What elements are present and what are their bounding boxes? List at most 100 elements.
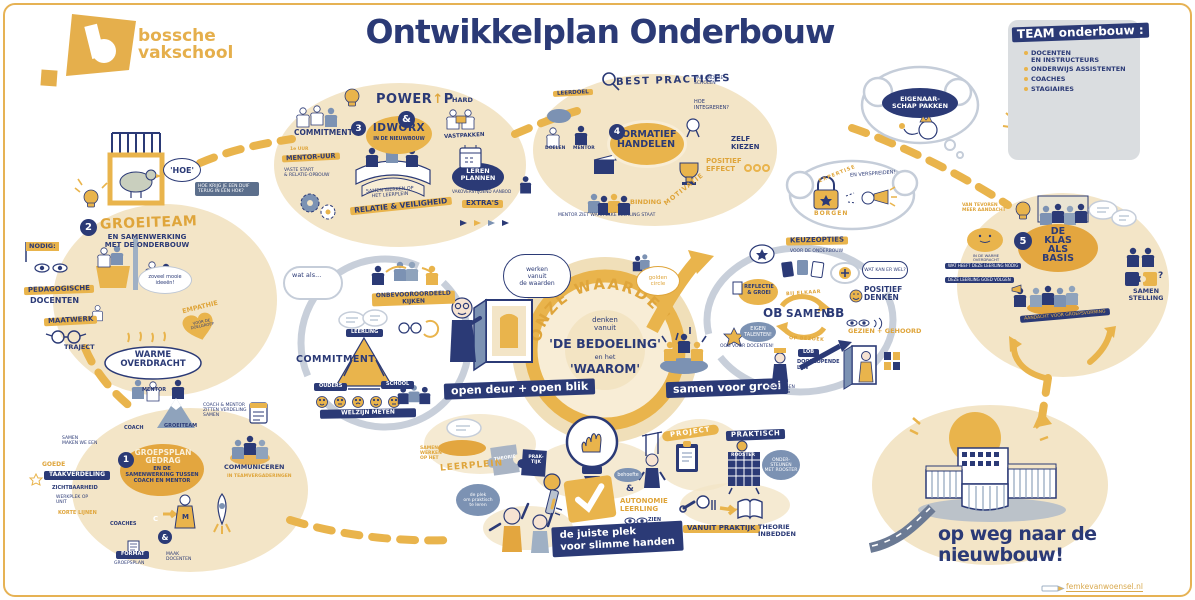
traject-label: TRAJECT — [64, 343, 95, 351]
school-tag: SCHOOL — [381, 381, 415, 389]
arrowhead-nieuwbouw — [1033, 410, 1052, 428]
trophy-icon — [679, 162, 699, 185]
zichtbaarheid-label: ZICHTBAARHEID — [52, 485, 98, 491]
arrowhead-s5-right — [1104, 326, 1116, 338]
doorlopende-lijn-label: DOORLOPENDE LIJN — [797, 359, 840, 371]
leerplein-table-scene — [397, 385, 486, 456]
s5-banner2: DEZE LEERLING GOED VOLGEN — [945, 277, 1014, 284]
eigenaarschap-cloud — [860, 65, 980, 159]
team-member-item: STAGIAIRES — [1024, 85, 1132, 93]
transfer-figures-top — [371, 261, 439, 285]
open-look-glasses — [398, 319, 440, 338]
pencil-icon — [1041, 585, 1065, 592]
werkplek-label: WERKPLEK OP UNIT — [56, 495, 89, 506]
speech-bubbles-right — [1088, 200, 1137, 227]
samenstelling-puzzle — [1125, 272, 1157, 286]
mentor-mountain-label: MENTOR — [142, 387, 167, 393]
up-arrow-icon: ↑ — [432, 92, 444, 107]
ondersteunen-bubble: ONDER- STEUNEN MET ROOSTER — [762, 450, 800, 480]
coach-label: COACH — [124, 425, 144, 431]
warme-overdracht-blob-s5 — [967, 228, 1003, 252]
team-member-item: DOCENTEN EN INSTRUCTEURS — [1024, 49, 1132, 65]
section2-number-badge: 2 — [80, 219, 97, 236]
werken-waarden-bubble: werken vanuit de waarden — [503, 254, 571, 298]
medal-icon — [686, 118, 700, 138]
denken-vanuit-label: denken vanuit — [592, 316, 618, 332]
tevoren-aandacht-label: VAN TEVOREN MEER AANDACHT — [962, 203, 1006, 214]
docenten-label: DOCENTEN — [30, 296, 80, 305]
wat-als-label: wat als... — [292, 271, 322, 279]
power-text: POWER — [376, 92, 433, 107]
team-member-item: COACHES — [1024, 75, 1132, 83]
gezien-gehoord-icons — [846, 317, 883, 330]
vakoverstijgend-label: VAKOVERSTIJGEND AANBOD — [452, 189, 512, 194]
doelen-mentor-figures — [546, 109, 588, 148]
ampersand-badge-s3: & — [398, 111, 415, 128]
eigen-talenten-bubble: EIGEN TALENTEN! — [740, 322, 776, 342]
glasses-icon — [45, 330, 87, 344]
leerplein-desks — [355, 143, 431, 197]
star-bubble — [749, 244, 775, 264]
warme-overdracht-ellipse — [92, 305, 202, 402]
section5-number-badge: 5 — [1014, 232, 1032, 250]
gold-border-frame — [3, 3, 1192, 597]
birdcage-illustration — [107, 132, 165, 206]
praktijk-puzzle-label: PRAK- TIJK — [528, 455, 544, 466]
section2-lightbulb-icon — [74, 178, 108, 208]
mentor-mountain-icon — [157, 398, 195, 428]
reflectie-groei-label: REFLECTIE & GROEI — [744, 284, 774, 296]
doelen-label: DOELEN — [545, 146, 566, 151]
klas-basis-blob — [1018, 224, 1098, 272]
stamps-grid — [884, 352, 900, 370]
samen-label: SAMEN — [786, 308, 831, 320]
celebrating-figures — [660, 327, 708, 374]
section1-number-badge: 1 — [118, 452, 134, 468]
warme-overdracht-s5-label: IN DE WARME OVERDRACHT — [972, 253, 1000, 263]
positief-effect-label: POSITIEF EFFECT — [706, 157, 742, 173]
team-member-label: COACHES — [1031, 75, 1066, 83]
positief-effect-circles — [744, 164, 770, 172]
idworx-subtitle: IN DE NIEUWBOUW — [373, 137, 425, 142]
section3-number-badge: 3 — [351, 121, 366, 136]
lob-tag: LOB — [798, 349, 820, 357]
oog-voor-docenten-label: OOG VOOR DOCENTEN! — [720, 344, 774, 349]
thought-bubbles-triangle — [338, 309, 388, 329]
logo-line2: vakschool — [138, 43, 234, 64]
cage-note: HOE KRIJG JE EEN DUIF TERUG IN EEN HOK? — [195, 182, 259, 197]
hoe-bubble: 'HOE' — [163, 158, 201, 182]
nieuwbouw-caption: op weg naar de nieuwbouw! — [938, 523, 1097, 567]
arrowhead-s5-left — [1009, 336, 1022, 352]
positief-denken-label: POSITIEF DENKEN — [864, 285, 903, 303]
leren-plannen-blob — [452, 145, 504, 191]
format-banner: FORMAT — [116, 551, 150, 559]
extras-label: EXTRA'S — [462, 199, 503, 208]
extras-pennants — [460, 220, 509, 226]
wellbeing-emoji-row — [316, 396, 400, 408]
ampersand-bottom: & — [626, 484, 634, 494]
communiceren-label: COMMUNICEREN — [224, 463, 285, 471]
page-title: Ontwikkelplan Onderbouw — [365, 12, 835, 51]
ob-label: OB — [763, 306, 783, 320]
mentor-m-label: M — [182, 513, 189, 521]
p-text: P — [443, 92, 454, 107]
logo-line1: bossche — [138, 26, 216, 46]
commitment-label: COMMITMENT — [296, 354, 376, 365]
team-member-label: DOCENTEN EN INSTRUCTEURS — [1031, 49, 1100, 65]
taakverdeling-banner: TAAKVERDELING — [44, 471, 111, 480]
credit-link[interactable]: femkevanwoensel.nl — [1066, 582, 1143, 593]
coach-mentor-zitten-label: COACH & MENTOR ZITTEN VERDELING SAMEN — [203, 403, 247, 419]
samen-cycle-arrows — [776, 294, 830, 340]
behoefte-bubble: behoefte — [614, 468, 642, 482]
rooster-grid — [728, 440, 760, 495]
commitment-figures — [296, 105, 338, 128]
en-het-label: en het — [594, 353, 616, 361]
samen-werken-op-het-label: SAMEN WERKEN OP HET — [420, 446, 442, 462]
builders-scene — [96, 238, 173, 290]
magnifier-icon — [602, 72, 620, 91]
section4-number-badge: 4 — [609, 124, 625, 140]
klas-basis-title: DE KLAS ALS BASIS — [1042, 226, 1074, 265]
children-figures — [488, 498, 556, 553]
samen-maken-label: SAMEN MAKEN WE EEN — [62, 436, 98, 447]
